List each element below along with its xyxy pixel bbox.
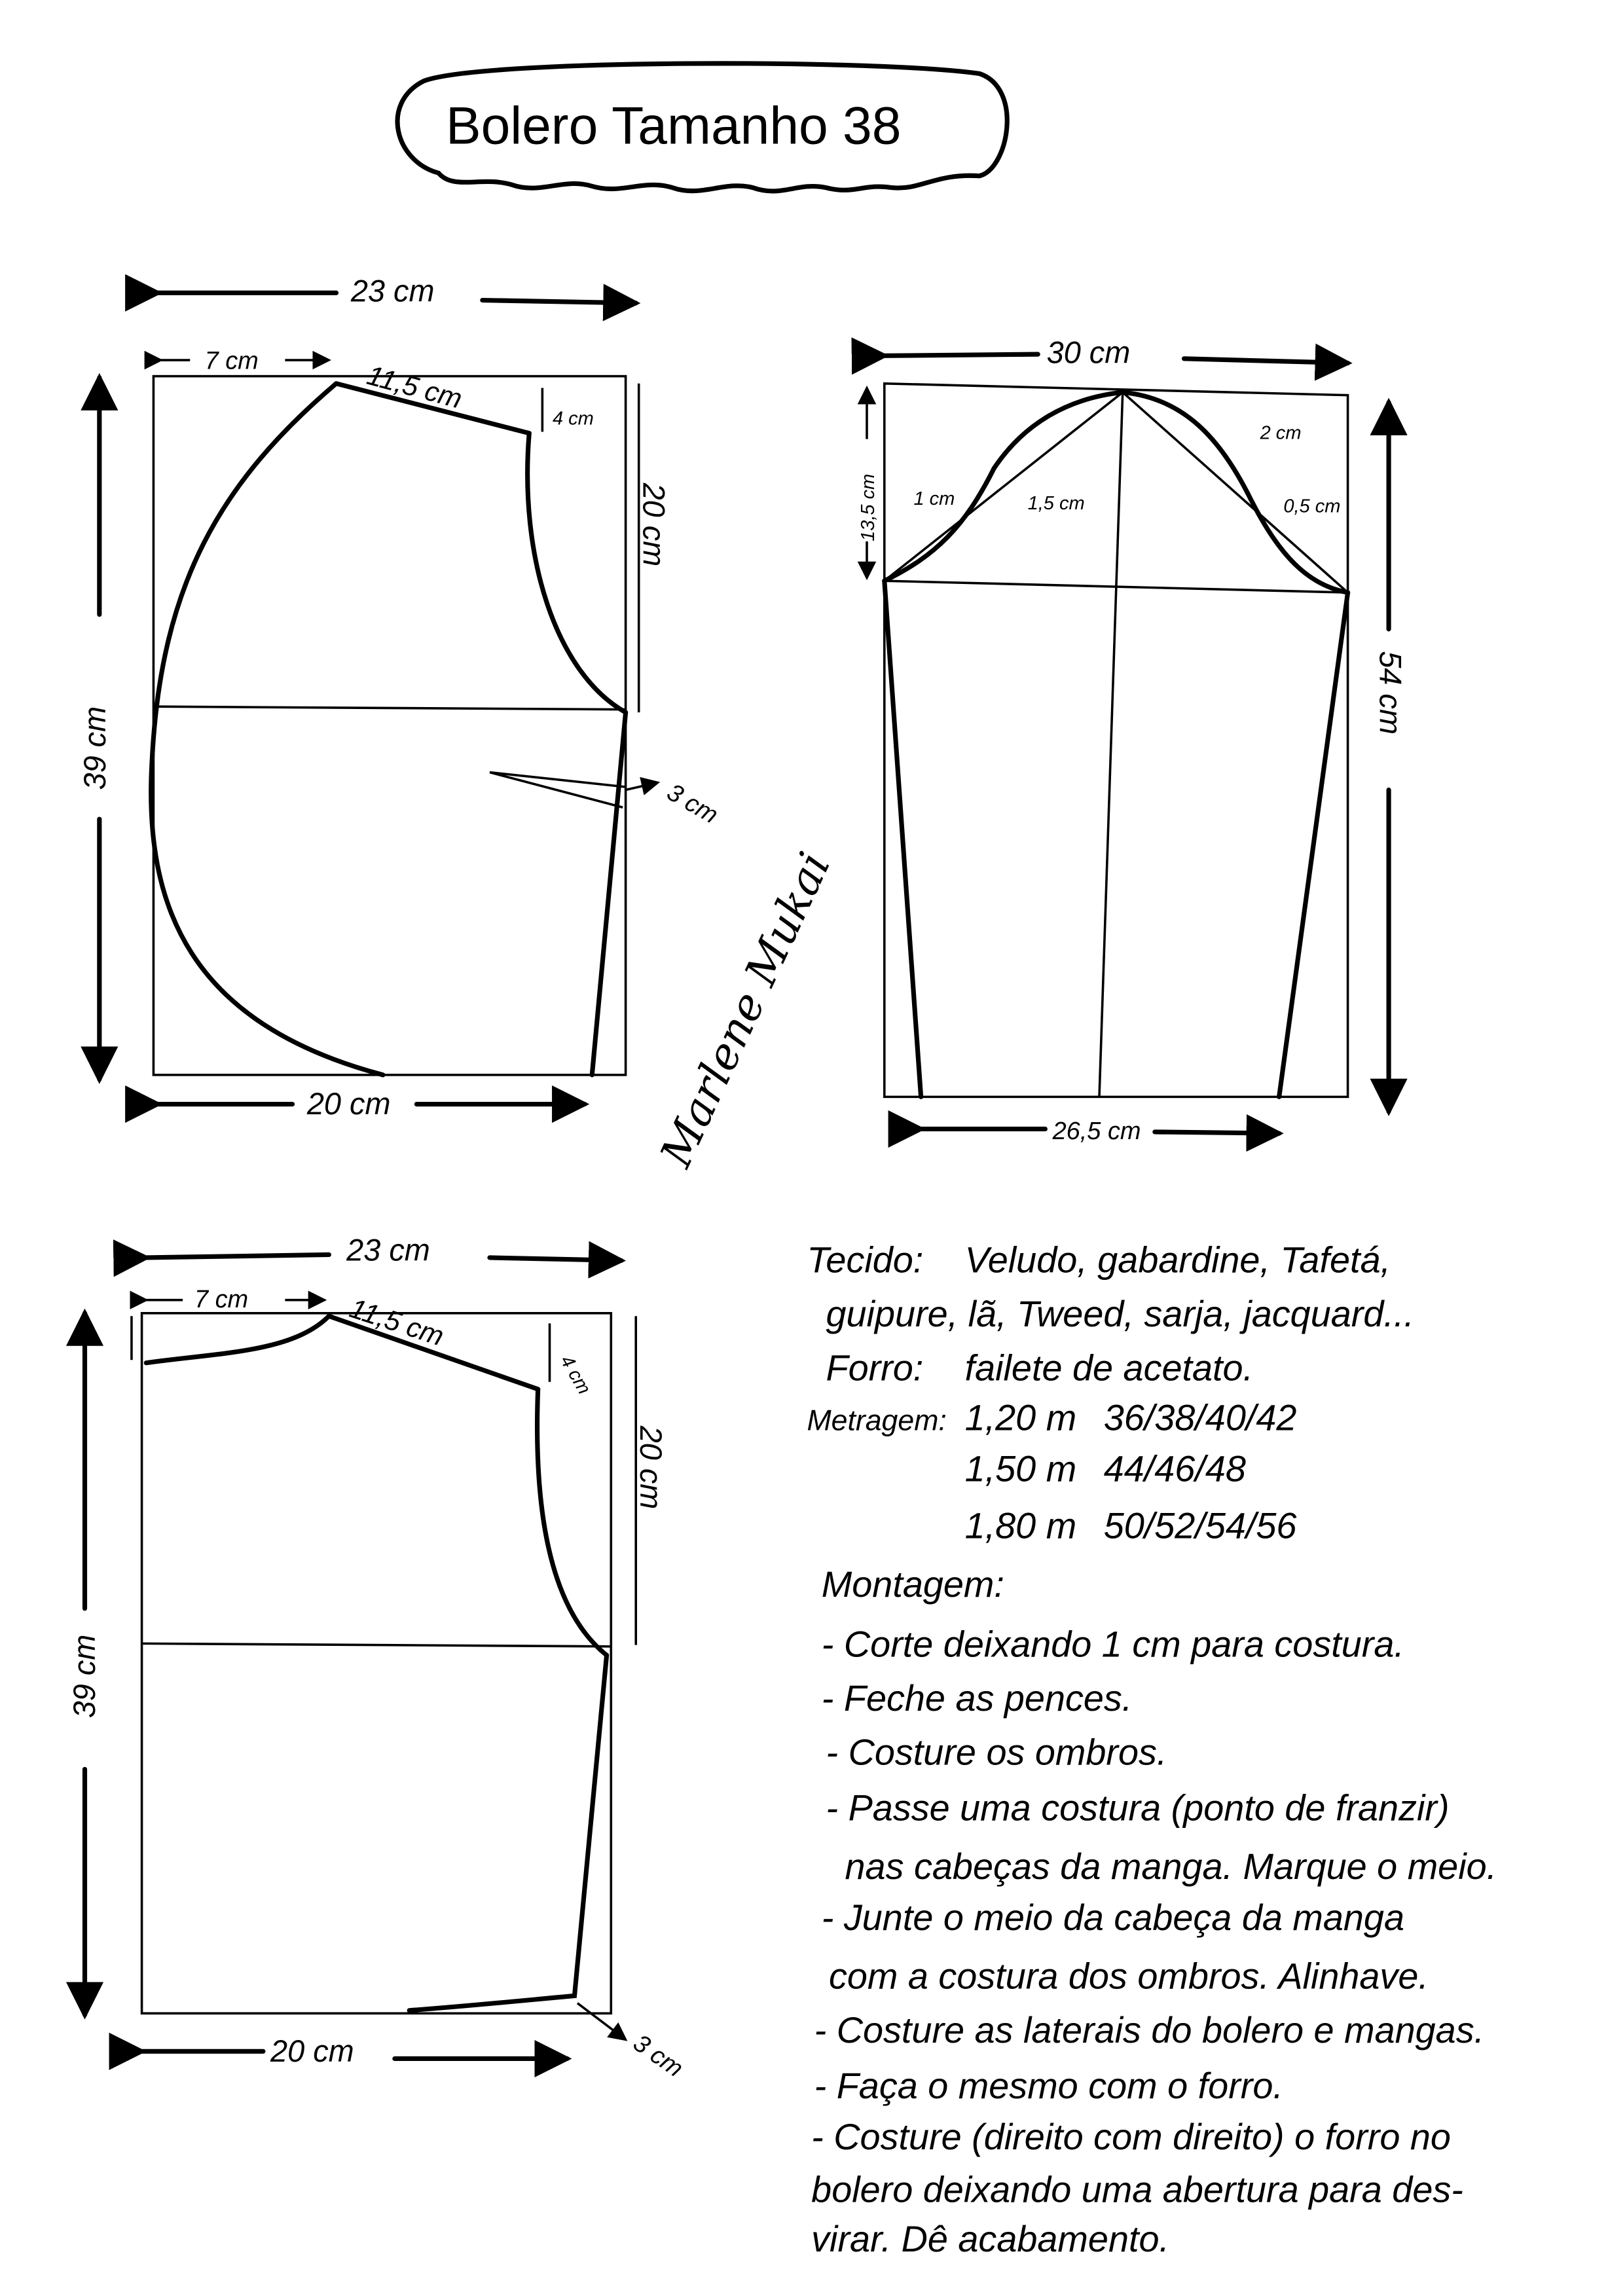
front-frame: [152, 374, 627, 1076]
back-drop-label: 4 cm: [556, 1352, 594, 1398]
sleeve-cap-height-label: 13,5 cm: [858, 474, 879, 541]
back-width-label: 23 cm: [346, 1233, 430, 1267]
front-waist-line: [153, 705, 626, 711]
sleeve-seams: [882, 578, 1351, 1099]
step: - Costure as laterais do bolero e mangas…: [814, 2009, 1484, 2050]
sleeve-mark-3: 2 cm: [1260, 423, 1302, 444]
sleeve-frame: [883, 382, 1349, 1099]
title-cloud: Bolero Tamanho 38: [395, 61, 1010, 194]
step: - Feche as pences.: [822, 1677, 1133, 1719]
title: Bolero Tamanho 38: [446, 97, 901, 156]
sleeve-center-line: [1098, 392, 1124, 1097]
step: - Junte o meio da cabeça da manga: [822, 1897, 1404, 1938]
back-bottom-label: 20 cm: [270, 2034, 354, 2068]
back-shoulder-label: 11,5 cm: [346, 1292, 448, 1351]
front-neck-label: 7 cm: [205, 347, 259, 374]
step: virar. Dê acabamento.: [811, 2218, 1169, 2259]
signature: Marlene Mukai: [649, 845, 840, 1175]
tecido-line-1: Veludo, gabardine, Tafetá,: [965, 1239, 1391, 1280]
instructions: Tecido: Veludo, gabardine, Tafetá, guipu…: [807, 1239, 1497, 2259]
front-armhole-label: 20 cm: [636, 483, 670, 567]
step: - Passe uma costura (ponto de franzir): [826, 1787, 1449, 1829]
back-side-seam: [407, 1652, 610, 2013]
back-neckline: [143, 1313, 331, 1366]
front-side-seam: [589, 710, 629, 1078]
step: bolero deixando uma abertura para des-: [811, 2168, 1463, 2210]
sleeve-mark-4: 0,5 cm: [1283, 496, 1340, 517]
step: com a costura dos ombros. Alinhave.: [829, 1955, 1429, 1996]
back-length-label: 39 cm: [67, 1635, 101, 1719]
sleeve-mark-1: 1 cm: [913, 488, 955, 509]
sleeve-width-label: 30 cm: [1047, 336, 1131, 370]
back-shoulder: [326, 1313, 541, 1392]
back-neck-label: 7 cm: [194, 1286, 248, 1313]
tecido-label: Tecido:: [807, 1239, 923, 1280]
front-shoulder: [333, 381, 532, 436]
front-drop-label: 4 cm: [553, 408, 594, 429]
forro-text: failete de acetato.: [965, 1347, 1254, 1389]
sleeve-mark-2: 1,5 cm: [1028, 493, 1085, 514]
front-armhole: [525, 431, 629, 715]
metragem-amount-2: 1,50 m: [965, 1448, 1077, 1489]
back-waist-line: [141, 1642, 612, 1648]
step: - Faça o mesmo com o forro.: [814, 2065, 1283, 2106]
back-frame: [140, 1312, 613, 2015]
svg-text:Tecido:: Tecido:: [807, 1239, 923, 1280]
forro-label: Forro:: [826, 1347, 923, 1389]
sleeve-pattern: 30 cm 13,5 cm 54 cm 26,5 cm 1 cm 1,5 cm …: [851, 336, 1408, 1152]
sleeve-length-label: 54 cm: [1374, 651, 1408, 735]
step: nas cabeças da manga. Marque o meio.: [845, 1846, 1497, 1887]
front-bottom-label: 20 cm: [306, 1087, 391, 1121]
front-width-label: 23 cm: [350, 274, 435, 308]
front-opening-curve: [149, 381, 386, 1078]
metragem-sizes-1: 36/38/40/42: [1104, 1396, 1297, 1438]
front-dart: [489, 771, 626, 809]
step: - Costure os ombros.: [826, 1732, 1167, 1773]
metragem-amount-3: 1,80 m: [965, 1505, 1077, 1546]
back-bodice-pattern: 23 cm 7 cm 11,5 cm 4 cm 20 cm 39 cm 3 cm…: [65, 1233, 688, 2083]
metragem-sizes-3: 50/52/54/56: [1104, 1505, 1298, 1546]
front-length-label: 39 cm: [78, 706, 112, 790]
step: - Corte deixando 1 cm para costura.: [822, 1623, 1404, 1664]
tecido-line-2: guipure, lã, Tweed, sarja, jacquard...: [826, 1293, 1414, 1334]
front-bodice-pattern: 23 cm 7 cm 11,5 cm 4 cm 20 cm 39 cm 3 cm…: [78, 274, 723, 1123]
step: - Costure (direito com direito) o forro …: [811, 2116, 1451, 2157]
metragem-sizes-2: 44/46/48: [1104, 1448, 1246, 1489]
back-armhole-label: 20 cm: [634, 1425, 668, 1510]
sleeve-bottom-label: 26,5 cm: [1052, 1118, 1141, 1145]
montagem-label: Montagem:: [822, 1563, 1004, 1605]
back-armhole: [534, 1387, 610, 1658]
front-dart-label: 3 cm: [662, 778, 722, 829]
sleeve-cap-curve: [882, 390, 1351, 595]
metragem-amount-1: 1,20 m: [965, 1396, 1077, 1438]
back-hem-label: 3 cm: [628, 2030, 687, 2083]
metragem-label: Metragem:: [807, 1404, 946, 1436]
